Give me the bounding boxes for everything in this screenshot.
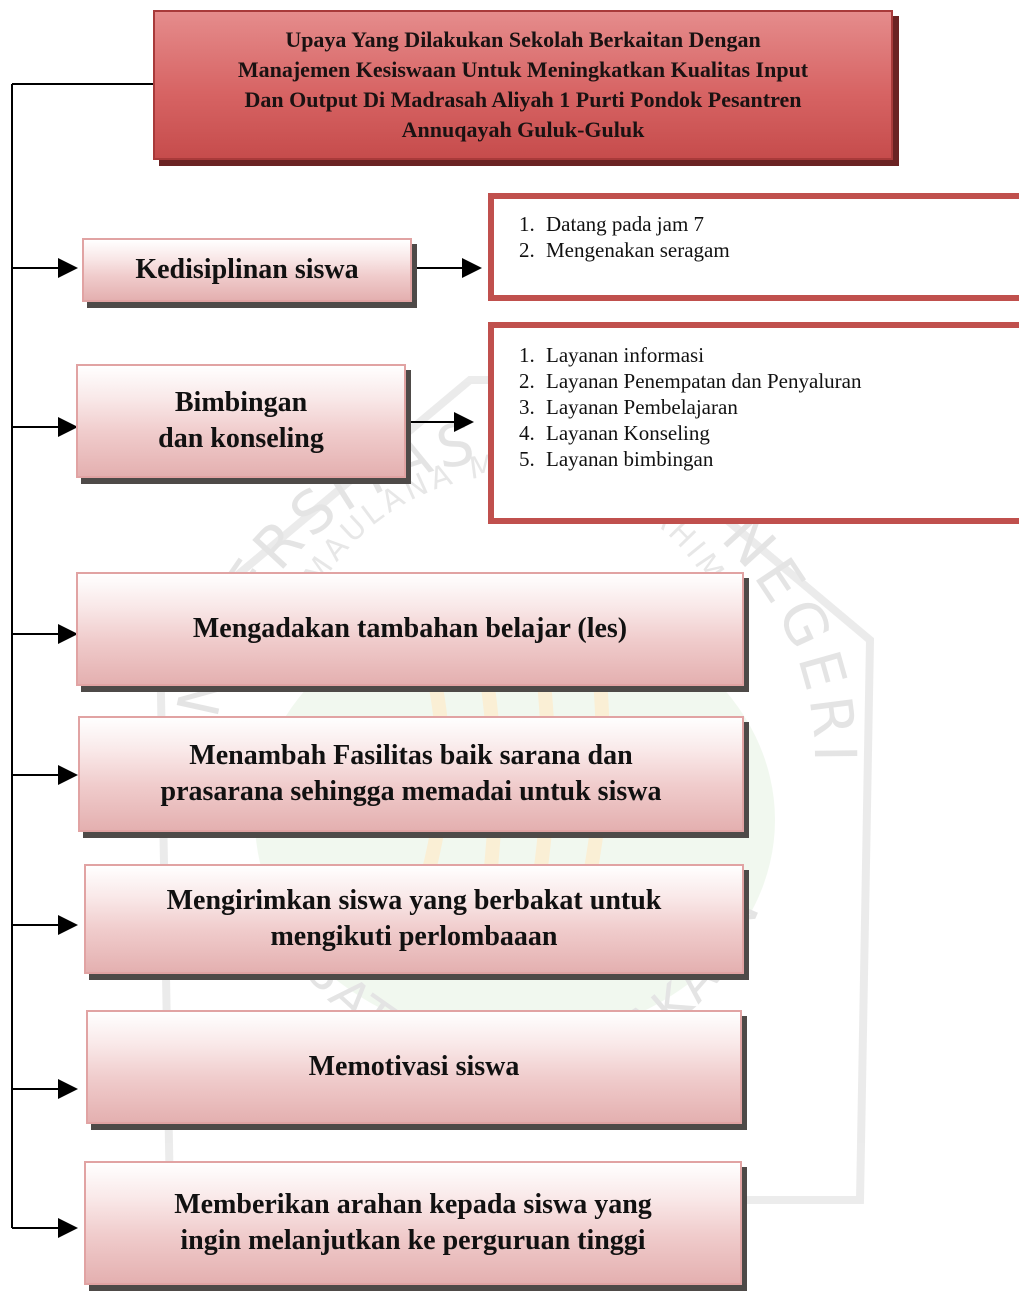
diagram-title: Upaya Yang Dilakukan Sekolah Berkaitan D… (153, 10, 893, 160)
detail-kedisiplinan: Datang pada jam 7 Mengenakan seragam (488, 193, 1019, 301)
detail-item: Mengenakan seragam (540, 237, 1019, 263)
node-kedisiplinan-siswa: Kedisiplinan siswa (82, 238, 412, 302)
node-tambahan-belajar: Mengadakan tambahan belajar (les) (76, 572, 744, 686)
detail-item: Layanan informasi (540, 342, 1019, 368)
node-mengirimkan-siswa: Mengirimkan siswa yang berbakat untuk me… (84, 864, 744, 974)
detail-item: Layanan Konseling (540, 420, 1019, 446)
node-memotivasi-siswa: Memotivasi siswa (86, 1010, 742, 1124)
detail-bimbingan: Layanan informasi Layanan Penempatan dan… (488, 322, 1019, 524)
detail-item: Datang pada jam 7 (540, 211, 1019, 237)
node-memberikan-arahan: Memberikan arahan kepada siswa yang ingi… (84, 1161, 742, 1285)
detail-item: Layanan Pembelajaran (540, 394, 1019, 420)
detail-item: Layanan bimbingan (540, 446, 1019, 472)
node-menambah-fasilitas: Menambah Fasilitas baik sarana dan prasa… (78, 716, 744, 832)
detail-item: Layanan Penempatan dan Penyaluran (540, 368, 1019, 394)
node-bimbingan-konseling: Bimbingan dan konseling (76, 364, 406, 478)
